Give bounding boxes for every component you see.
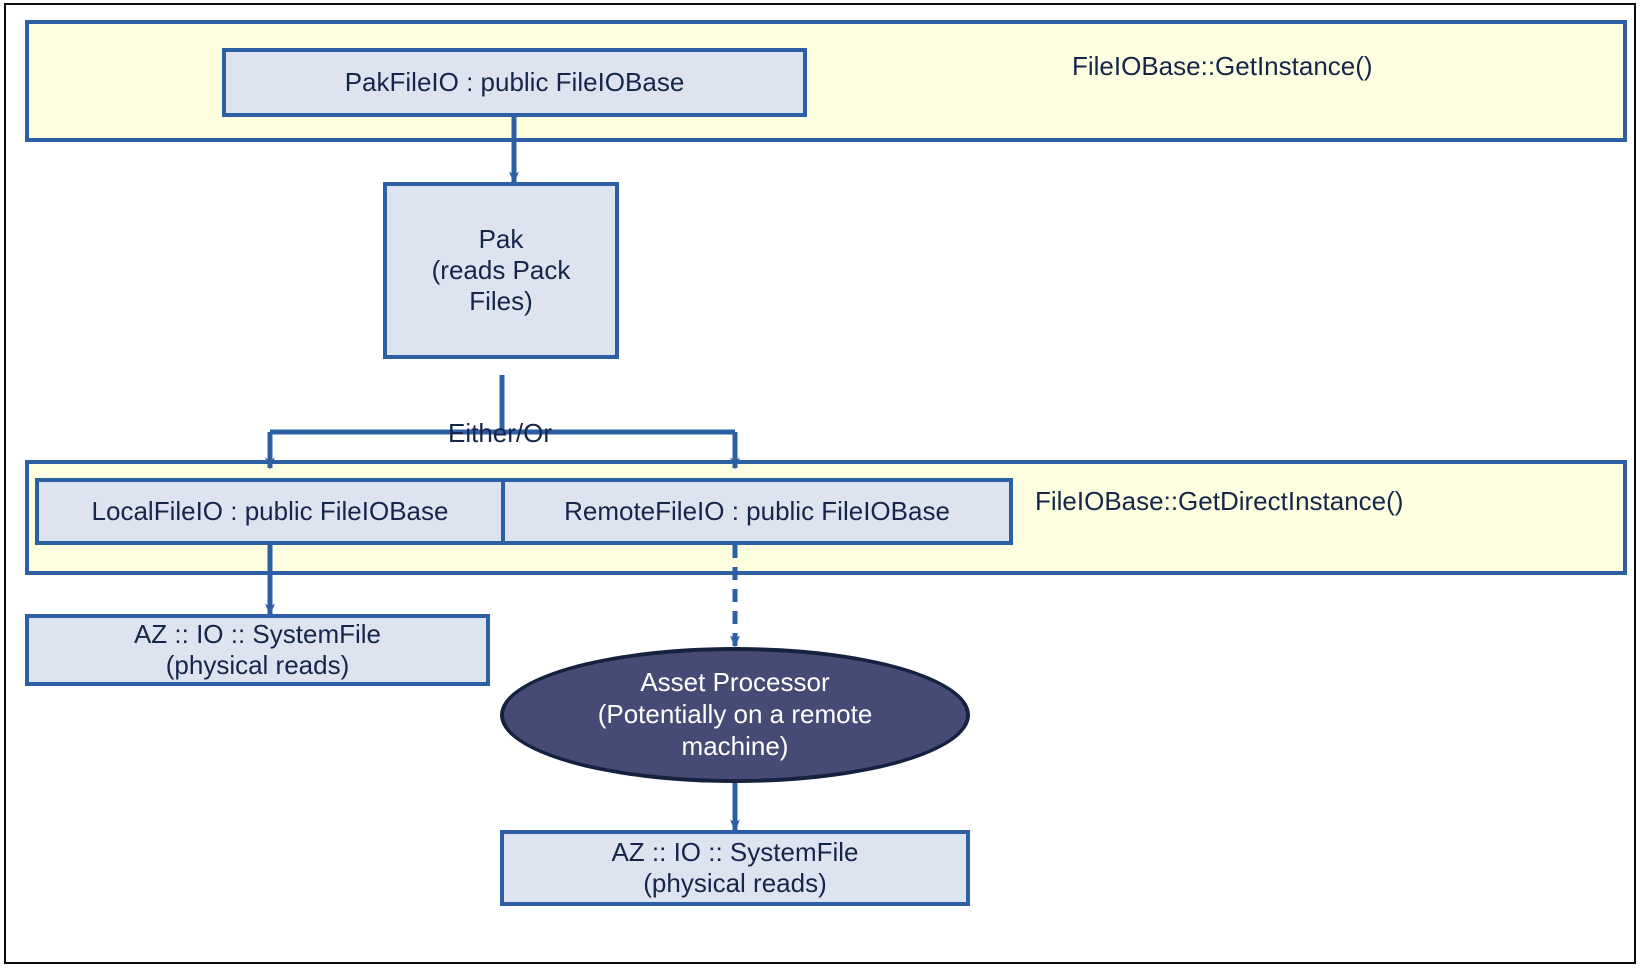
- node-pak-file-io-label: PakFileIO : public FileIOBase: [344, 66, 685, 97]
- scope-band-get-instance-label: FileIOBase::GetInstance(): [1072, 51, 1373, 81]
- node-asset-processor-line2: (Potentially on a remote: [597, 699, 873, 730]
- node-remote-file-io-label: RemoteFileIO : public FileIOBase: [564, 495, 950, 526]
- node-local-file-io-label: LocalFileIO : public FileIOBase: [91, 495, 449, 526]
- node-remote-file-io[interactable]: RemoteFileIO : public FileIOBase: [501, 478, 1013, 545]
- edge-label-either-or: Either/Or: [448, 418, 553, 448]
- scope-band-get-direct-instance-label: FileIOBase::GetDirectInstance(): [1035, 486, 1404, 516]
- node-pak-label-line1: Pak: [478, 223, 524, 254]
- node-asset-processor-line3: machine): [681, 730, 789, 761]
- node-pak-label-line2: (reads Pack: [431, 254, 571, 285]
- node-system-file-bottom[interactable]: AZ :: IO :: SystemFile (physical reads): [500, 830, 970, 906]
- node-system-file-left-line1: AZ :: IO :: SystemFile: [133, 618, 382, 649]
- node-local-file-io[interactable]: LocalFileIO : public FileIOBase: [35, 478, 505, 545]
- node-pak[interactable]: Pak (reads Pack Files): [383, 182, 619, 359]
- node-system-file-left[interactable]: AZ :: IO :: SystemFile (physical reads): [25, 614, 490, 686]
- node-system-file-bottom-line1: AZ :: IO :: SystemFile: [611, 836, 859, 867]
- node-system-file-left-line2: (physical reads): [165, 650, 350, 680]
- node-system-file-bottom-line2: (physical reads): [643, 868, 827, 898]
- node-asset-processor[interactable]: Asset Processor (Potentially on a remote…: [500, 647, 970, 783]
- node-asset-processor-line1: Asset Processor: [640, 667, 830, 698]
- node-pak-file-io[interactable]: PakFileIO : public FileIOBase: [222, 48, 807, 117]
- node-pak-label-line3: Files): [469, 286, 533, 317]
